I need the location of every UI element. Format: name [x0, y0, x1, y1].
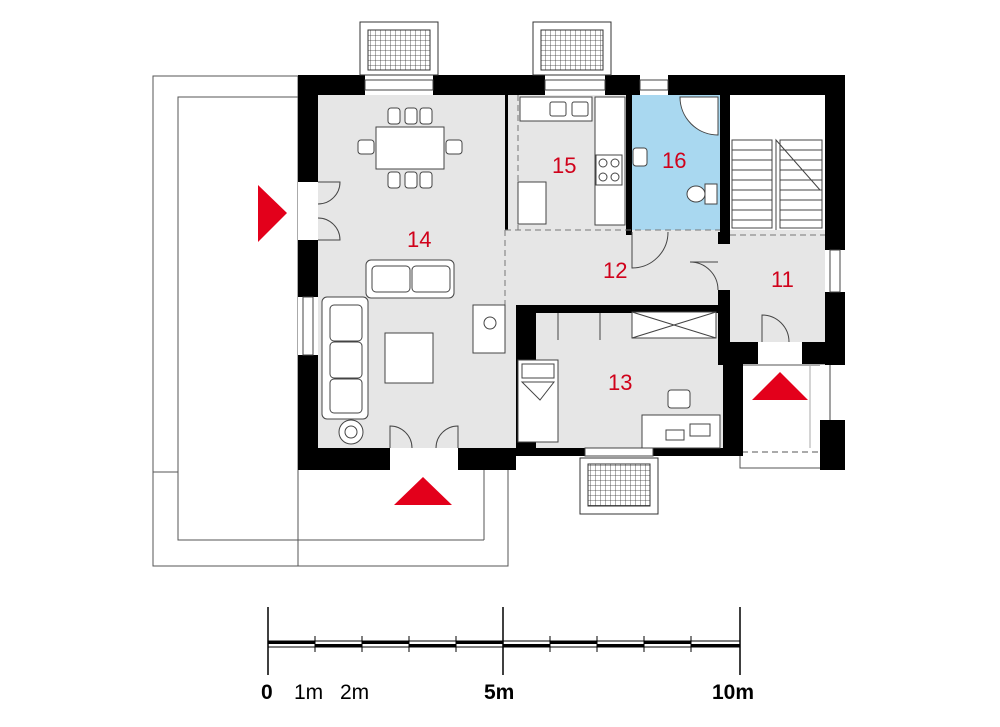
scale-label-10m: 10m	[712, 681, 754, 704]
scale-bar	[267, 607, 741, 675]
doors	[317, 181, 831, 449]
scale-label-0: 0	[261, 681, 273, 704]
toilet-icon	[686, 183, 718, 205]
stairs-icon	[731, 138, 823, 230]
sink-icon	[549, 101, 589, 117]
room-label-16: 16	[662, 148, 686, 173]
fireplace-icon	[472, 304, 506, 354]
armchair-icon	[321, 296, 369, 420]
room-label-14: 14	[407, 227, 431, 252]
bed-icon	[517, 359, 559, 443]
stove-icon	[595, 154, 623, 186]
dining-table-icon	[357, 107, 463, 189]
shower-icon	[679, 96, 719, 136]
room-label-13: 13	[608, 370, 632, 395]
room-label-11: 11	[771, 267, 794, 292]
scale-label-5m: 5m	[484, 681, 514, 704]
washbasin-icon	[632, 147, 648, 167]
light-wells	[359, 21, 659, 515]
room-label-15: 15	[552, 153, 576, 178]
stair-area	[730, 95, 827, 230]
sofa-icon	[365, 259, 455, 299]
wardrobe-icon	[631, 311, 717, 339]
scale-label-1m: 1m	[294, 681, 323, 704]
plant-icon	[338, 419, 364, 445]
coffee-table-icon	[384, 332, 434, 384]
windows	[302, 79, 841, 457]
desk-icon	[641, 389, 721, 449]
scale-label-2m: 2m	[340, 681, 369, 704]
room-label-12: 12	[603, 258, 627, 283]
entrance-arrow-icon	[258, 185, 808, 505]
